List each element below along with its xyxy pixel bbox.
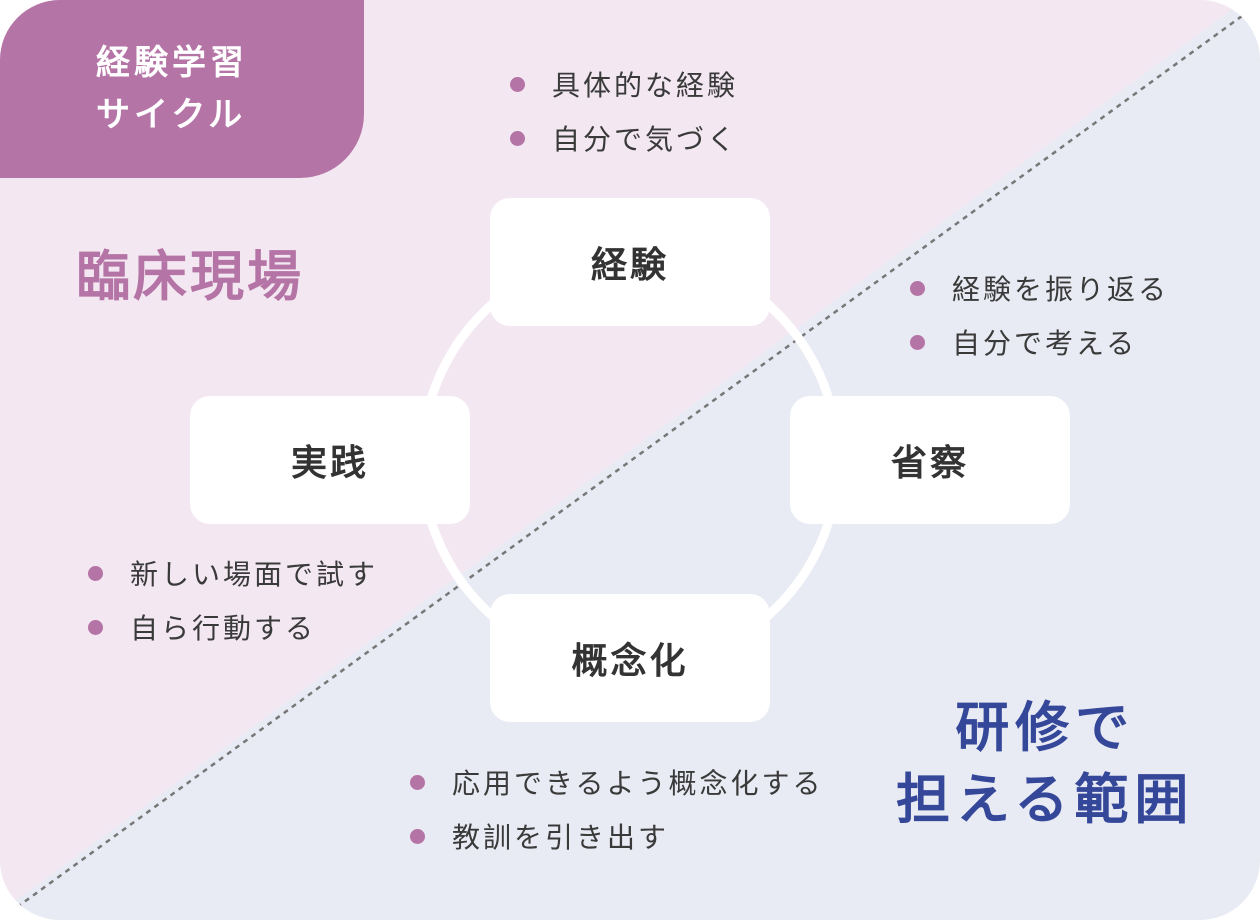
- note-text: 自分で気づく: [552, 123, 739, 156]
- list-item: 自ら行動する: [88, 600, 378, 654]
- bullet-dot-icon: [88, 565, 103, 581]
- bullet-dot-icon: [410, 774, 425, 790]
- note-text: 応用できるよう概念化する: [452, 767, 824, 800]
- note-text: 新しい場面で試す: [130, 558, 379, 591]
- clinical-zone-label: 臨床現場: [76, 245, 304, 308]
- note-text: 自ら行動する: [130, 612, 317, 645]
- bullet-dot-icon: [410, 828, 425, 844]
- node-experience: 経験: [490, 198, 770, 326]
- list-item: 教訓を引き出す: [410, 809, 823, 863]
- notes-experience: 具体的な経験 自分で気づく: [510, 57, 738, 165]
- list-item: 具体的な経験: [510, 57, 738, 111]
- bullet-dot-icon: [510, 130, 525, 146]
- note-text: 教訓を引き出す: [452, 821, 670, 854]
- notes-conceptualization: 応用できるよう概念化する 教訓を引き出す: [410, 755, 823, 863]
- title-line-2: サイクル: [96, 95, 247, 135]
- list-item: 新しい場面で試す: [88, 546, 378, 600]
- list-item: 経験を振り返る: [910, 261, 1169, 315]
- note-text: 経験を振り返る: [952, 273, 1170, 306]
- list-item: 自分で考える: [910, 315, 1169, 369]
- list-item: 応用できるよう概念化する: [410, 755, 823, 809]
- note-text: 自分で考える: [952, 327, 1138, 360]
- list-item: 自分で気づく: [510, 111, 738, 165]
- diagonal-divider: [19, 14, 1243, 907]
- node-conceptualization: 概念化: [490, 594, 770, 722]
- training-zone-label-line-1: 研修で: [955, 696, 1136, 759]
- notes-practice: 新しい場面で試す 自ら行動する: [88, 546, 378, 654]
- notes-reflection: 経験を振り返る 自分で考える: [910, 261, 1169, 369]
- bullet-dot-icon: [910, 280, 925, 296]
- title-line-1: 経験学習: [96, 43, 248, 83]
- node-practice: 実践: [190, 396, 470, 524]
- bullet-dot-icon: [910, 334, 925, 350]
- bullet-dot-icon: [88, 619, 103, 635]
- note-text: 具体的な経験: [552, 69, 739, 102]
- training-zone-label-line-2: 担える範囲: [896, 768, 1195, 831]
- node-reflection: 省察: [790, 396, 1070, 524]
- title-tab: 経験学習 サイクル: [0, 0, 364, 178]
- bullet-dot-icon: [510, 76, 525, 92]
- training-zone-label: 研修で 担える範囲: [896, 692, 1194, 836]
- clinical-zone-bg: [0, 0, 1245, 912]
